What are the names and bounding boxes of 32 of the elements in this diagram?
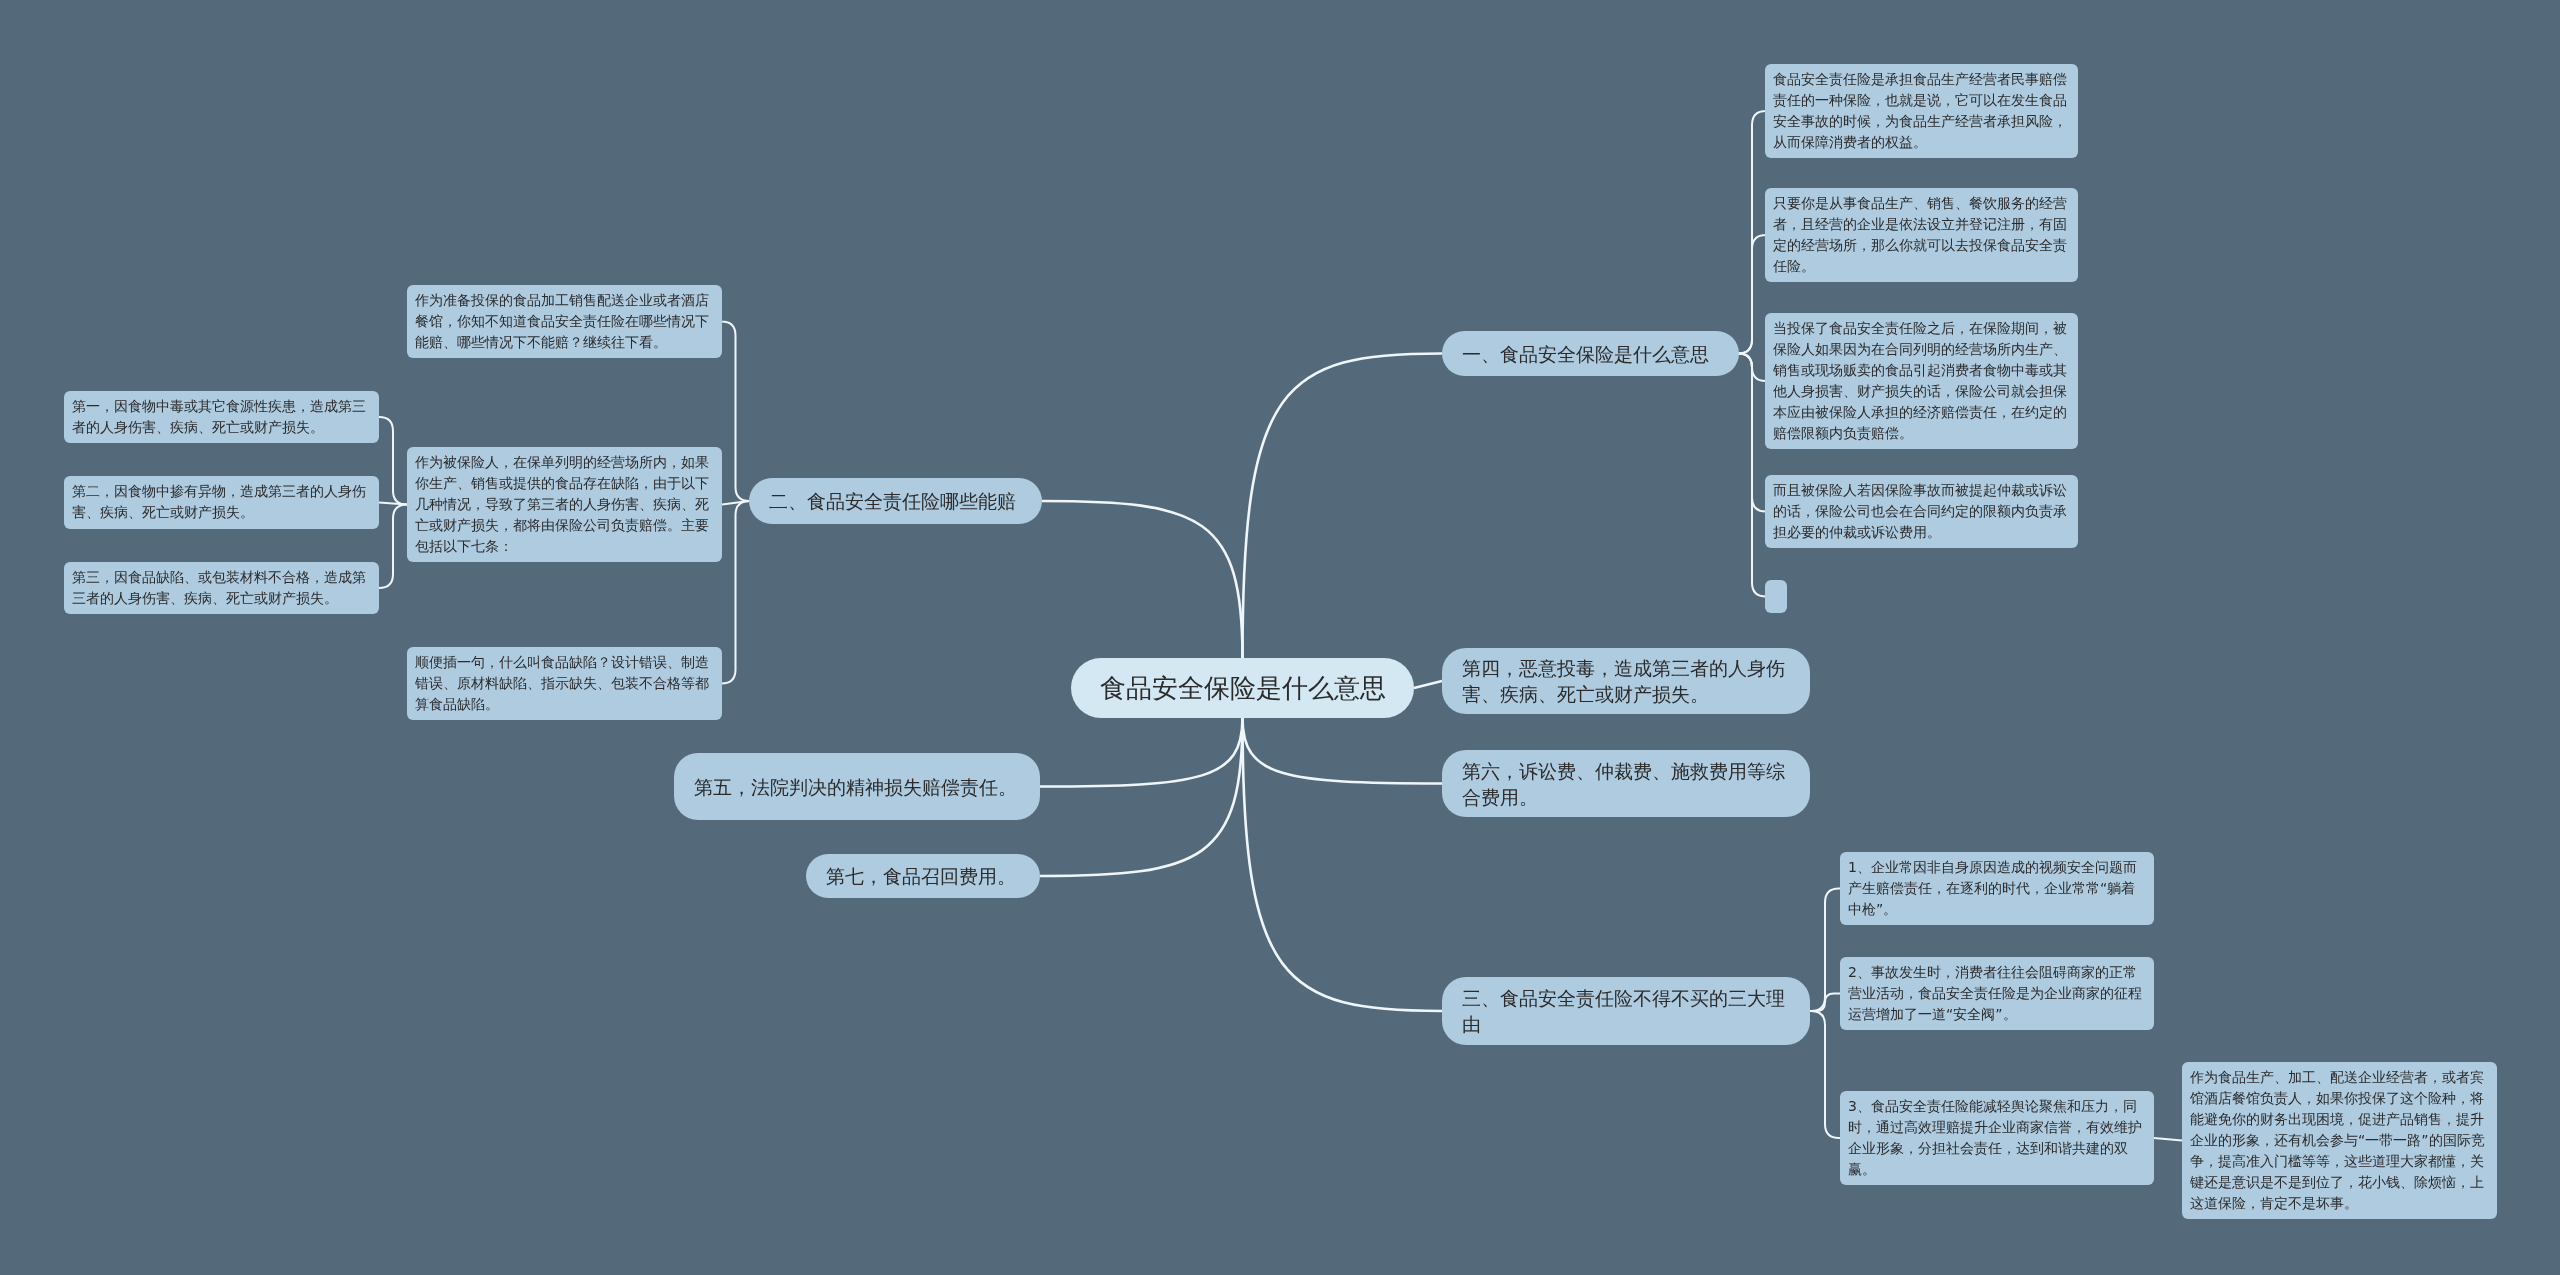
connector-line [1413, 679, 1443, 690]
connector-line [720, 500, 751, 685]
text-box: 顺便插一句，什么叫食品缺陷？设计错误、制造错误、原材料缺陷、指示缺失、包装不合格等都算食品缺陷。 [407, 647, 722, 720]
connector-line [378, 503, 408, 589]
connector-line [2153, 1137, 2183, 1142]
text-box: 作为食品生产、加工、配送企业经营者，或者宾馆酒店餐馆负责人，如果你投保了这个险种，将能避免你的财务出现困境，促进产品销售，提升企业的形象，还有机会参与“一带一路”的国际竞争，提高准入门槛等等，这些道理大家都懂，关键还是意识是不是到位了，花小钱、除烦恼，上这道保险，肯定不是坏事。 [2182, 1062, 2497, 1219]
text-box: 3、食品安全责任险能减轻舆论聚焦和压力，同时，通过高效理赔提升企业商家信誉，有效维护企业形象，分担社会责任，达到和谐共建的双赢。 [1840, 1091, 2154, 1185]
topic-box: 三、食品安全责任险不得不买的三大理由 [1442, 977, 1810, 1045]
text-box: 作为准备投保的食品加工销售配送企业或者酒店餐馆，你知不知道食品安全责任险在哪些情况下能赔、哪些情况下不能赔？继续往下看。 [407, 285, 722, 358]
text-box: 当投保了食品安全责任险之后，在保险期间，被保险人如果因为在合同列明的经营场所内生产、销售或现场贩卖的食品引起消费者食物中毒或其他人身损害、财产损失的话，保险公司就会担保本应由被保险人承担的经济赔偿责任，在约定的赔偿限额内负责赔偿。 [1765, 313, 2078, 449]
empty-box [1765, 580, 1787, 613]
topic-box: 第七，食品召回费用。 [806, 854, 1040, 898]
connector-line [1809, 1010, 1841, 1139]
text-box: 作为被保险人，在保单列明的经营场所内，如果你生产、销售或提供的食品存在缺陷，由于以下几种情况，导致了第三者的人身伤害、疾病、死亡或财产损失，都将由保险公司负责赔偿。主要包括以下七条： [407, 447, 722, 562]
text-box: 1、企业常因非自身原因造成的视频安全问题而产生赔偿责任，在逐利的时代，企业常常“躺着中枪”。 [1840, 852, 2154, 925]
text-box: 第三，因食品缺陷、或包装材料不合格，造成第三者的人身伤害、疾病、死亡或财产损失。 [64, 562, 379, 614]
connector-line [1241, 718, 1443, 1013]
text-box: 第二，因食物中掺有异物，造成第三者的人身伤害、疾病、死亡或财产损失。 [64, 476, 379, 529]
text-box: 食品安全责任险是承担食品生产经营者民事赔偿责任的一种保险，也就是说，它可以在发生食品安全事故的时候，为食品生产经营者承担风险，从而保障消费者的权益。 [1765, 64, 2078, 158]
topic-box: 第六，诉讼费、仲裁费、施救费用等综合费用。 [1442, 750, 1810, 817]
topic-box: 一、食品安全保险是什么意思 [1442, 331, 1739, 376]
connector-line [378, 501, 408, 506]
text-box: 而且被保险人若因保险事故而被提起仲裁或诉讼的话，保险公司也会在合同约定的限额内负责承担必要的仲裁或诉讼费用。 [1765, 475, 2078, 548]
text-box: 只要你是从事食品生产、销售、餐饮服务的经营者，且经营的企业是依法设立并登记注册，有固定的经营场所，那么你就可以去投保食品安全责任险。 [1765, 188, 2078, 282]
connector-line [1737, 234, 1767, 355]
topic-box: 第四，恶意投毒，造成第三者的人身伤害、疾病、死亡或财产损失。 [1442, 648, 1810, 714]
text-box: 第一，因食物中毒或其它食源性疾患，造成第三者的人身伤害、疾病、死亡或财产损失。 [64, 391, 379, 443]
topic-box: 第五，法院判决的精神损失赔偿责任。 [674, 753, 1040, 820]
topic-box: 二、食品安全责任险哪些能赔 [749, 478, 1042, 524]
connector-line [1042, 499, 1244, 659]
central-topic: 食品安全保险是什么意思 [1071, 658, 1414, 718]
text-box: 2、事故发生时，消费者往往会阻碍商家的正常营业活动，食品安全责任险是为企业商家的征程运营增加了一道“安全阀”。 [1840, 957, 2154, 1030]
